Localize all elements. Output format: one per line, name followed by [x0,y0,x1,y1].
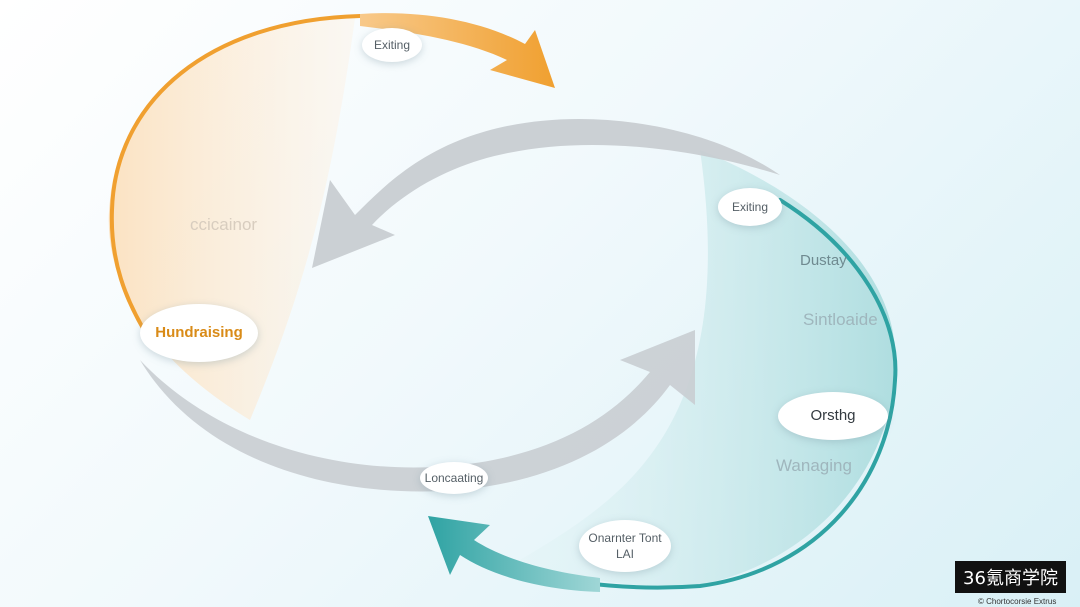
node-loncaating-label: Loncaating [424,471,484,485]
node-hundraising-label: Hundraising [155,324,243,341]
teal-lobe [520,150,896,586]
node-exiting-right-label: Exiting [731,200,769,214]
node-onarnter-line2: LAI [615,547,634,561]
label-right-3: Wanaging [776,456,852,475]
node-onarnter-line1: Onarnter Tont [588,531,662,545]
node-exiting-right: Exiting [718,188,782,226]
label-left-faint: ccicainor [190,215,258,234]
orange-outline [109,14,362,342]
watermark-logo: 36氪商学院 [955,561,1066,593]
node-loncaating: Loncaating [420,462,488,494]
node-exiting-top-label: Exiting [373,38,411,52]
node-orsthg: Orsthg [778,392,888,440]
watermark-text: 36氪商学院 [963,568,1058,589]
watermark-credit: © Chortocorsie Extrus [978,597,1057,606]
label-right-2: Sintloaide [803,310,878,329]
teal-arrow [428,516,600,592]
grey-arrow-lower [140,330,695,492]
label-right-1: Dustay [800,252,847,269]
node-hundraising: Hundraising [140,304,258,362]
node-onarnter: Onarnter Tont LAI [579,520,671,572]
node-orsthg-label: Orsthg [810,407,856,424]
grey-arrow-upper [312,118,780,268]
node-exiting-top: Exiting [362,28,422,62]
